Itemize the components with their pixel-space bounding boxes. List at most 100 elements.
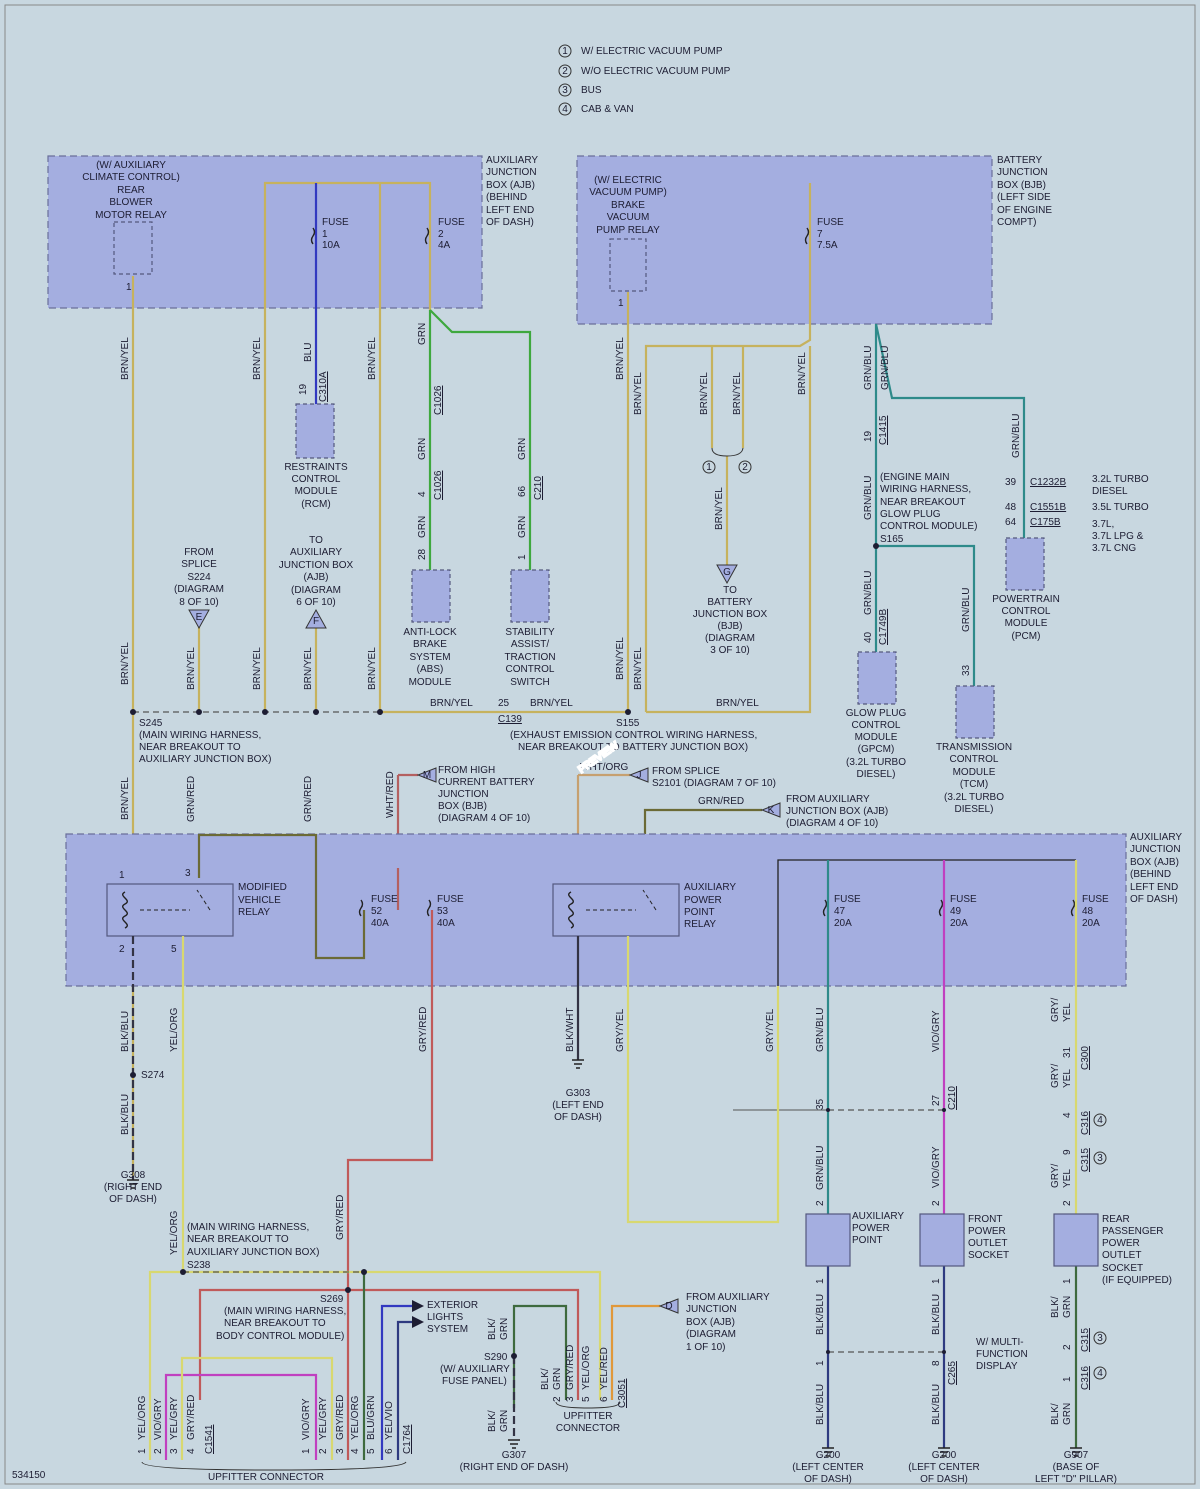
svg-text:C265: C265 (947, 1361, 958, 1385)
svg-text:(W/ AUXILIARY: (W/ AUXILIARY (96, 160, 166, 171)
svg-text:BRN/YEL: BRN/YEL (732, 372, 743, 415)
svg-text:TO: TO (309, 535, 323, 546)
svg-text:2: 2 (931, 1200, 942, 1206)
upfitter-bracket-2 (555, 1401, 621, 1409)
svg-text:SOCKET: SOCKET (968, 1250, 1009, 1261)
svg-text:3 OF 10): 3 OF 10) (710, 645, 749, 656)
svg-text:AUXILIARY: AUXILIARY (486, 155, 538, 166)
svg-text:POINT: POINT (852, 1235, 883, 1246)
svg-text:YEL/GRY: YEL/GRY (318, 1397, 329, 1440)
svg-text:(DIAGRAM 4 OF 10): (DIAGRAM 4 OF 10) (438, 813, 530, 824)
svg-text:FUSE PANEL): FUSE PANEL) (442, 1376, 507, 1387)
svg-text:(MAIN WIRING HARNESS,: (MAIN WIRING HARNESS, (187, 1222, 309, 1233)
svg-text:2: 2 (552, 1396, 563, 1402)
svg-text:WHT/ORG: WHT/ORG (580, 762, 629, 773)
svg-text:OF ENGINE: OF ENGINE (997, 205, 1052, 216)
svg-text:PASSENGER: PASSENGER (1102, 1226, 1164, 1237)
svg-text:LIGHTS: LIGHTS (427, 1312, 463, 1323)
svg-text:(BEHIND: (BEHIND (1130, 869, 1171, 880)
svg-text:2: 2 (318, 1448, 329, 1454)
svg-text:PUMP RELAY: PUMP RELAY (596, 225, 660, 236)
svg-text:POWERTRAIN: POWERTRAIN (992, 594, 1060, 605)
svg-text:S238: S238 (187, 1260, 211, 1271)
svg-text:SYSTEM: SYSTEM (427, 1324, 468, 1335)
svg-text:W/ MULTI-: W/ MULTI- (976, 1337, 1024, 1348)
anti-lock-brake-module (411, 569, 451, 623)
svg-text:2: 2 (153, 1448, 164, 1454)
svg-text:48: 48 (1005, 502, 1017, 513)
svg-text:CONTROL: CONTROL (506, 664, 555, 675)
svg-text:C1541: C1541 (204, 1424, 215, 1454)
svg-text:1: 1 (706, 462, 712, 473)
svg-text:GRY/YEL: GRY/YEL (615, 1008, 626, 1052)
svg-text:CONTROL: CONTROL (950, 754, 999, 765)
brake-vacuum-relay-label: (W/ ELECTRIC VACUUM PUMP) BRAKE VACUUM P… (589, 175, 667, 236)
svg-text:4: 4 (1097, 1115, 1103, 1126)
svg-text:BLK/WHT: BLK/WHT (565, 1008, 576, 1052)
svg-text:BRN/YEL: BRN/YEL (186, 647, 197, 690)
svg-text:BRAKE: BRAKE (413, 639, 447, 650)
svg-text:1: 1 (301, 1448, 312, 1454)
svg-text:BRN/YEL: BRN/YEL (367, 337, 378, 380)
svg-text:GRN/BLU: GRN/BLU (1011, 414, 1022, 458)
svg-text:OF DASH): OF DASH) (554, 1112, 602, 1123)
svg-text:25: 25 (498, 698, 510, 709)
svg-text:20A: 20A (950, 918, 968, 929)
svg-text:GRY/RED: GRY/RED (565, 1345, 576, 1390)
svg-text:JUNCTION: JUNCTION (438, 789, 489, 800)
svg-text:BLOWER: BLOWER (109, 197, 152, 208)
svg-text:C210: C210 (947, 1086, 958, 1110)
svg-text:1: 1 (126, 282, 132, 293)
svg-text:TRANSMISSION: TRANSMISSION (936, 742, 1012, 753)
svg-text:CONTROL: CONTROL (292, 474, 341, 485)
svg-text:E: E (196, 612, 203, 623)
svg-text:FUSE: FUSE (950, 894, 977, 905)
svg-text:4: 4 (562, 104, 568, 115)
svg-text:OF DASH): OF DASH) (109, 1194, 157, 1205)
svg-text:FUSE: FUSE (371, 894, 398, 905)
svg-text:GRN/RED: GRN/RED (303, 776, 314, 822)
svg-text:C210: C210 (533, 476, 544, 500)
brake-vacuum-pump-relay (609, 238, 647, 292)
svg-text:LEFT END: LEFT END (1130, 882, 1178, 893)
svg-text:BLK/: BLK/ (487, 1410, 498, 1432)
svg-text:FUSE: FUSE (1082, 894, 1109, 905)
svg-text:BLK/BLU: BLK/BLU (931, 1384, 942, 1425)
svg-text:FRONT: FRONT (968, 1214, 1002, 1225)
svg-text:BRN/YEL: BRN/YEL (252, 647, 263, 690)
svg-text:AUXILIARY: AUXILIARY (684, 882, 736, 893)
svg-text:MODULE: MODULE (295, 486, 338, 497)
svg-text:28: 28 (417, 548, 428, 560)
svg-text:JUNCTION: JUNCTION (997, 167, 1048, 178)
svg-text:GRN/RED: GRN/RED (698, 796, 744, 807)
svg-text:BOX (AJB): BOX (AJB) (686, 1317, 735, 1328)
svg-text:G307: G307 (502, 1450, 527, 1461)
svg-text:GRY/YEL: GRY/YEL (765, 1008, 776, 1052)
ref-g-triangle (716, 564, 738, 585)
svg-text:RESTRAINTS: RESTRAINTS (284, 462, 348, 473)
svg-text:3: 3 (335, 1448, 346, 1454)
svg-text:POWER: POWER (968, 1226, 1006, 1237)
svg-text:G200: G200 (932, 1450, 957, 1461)
svg-text:2: 2 (562, 66, 568, 77)
svg-text:DISPLAY: DISPLAY (976, 1361, 1018, 1372)
svg-text:BRN/YEL: BRN/YEL (797, 352, 808, 395)
svg-text:POWER: POWER (1102, 1238, 1140, 1249)
svg-text:4: 4 (417, 491, 428, 497)
svg-text:YEL/ORG: YEL/ORG (350, 1395, 361, 1440)
svg-text:C175B: C175B (1030, 517, 1061, 528)
svg-text:27: 27 (931, 1094, 942, 1106)
svg-text:S155: S155 (616, 718, 640, 729)
svg-text:33: 33 (961, 664, 972, 676)
svg-text:3.2L TURBO: 3.2L TURBO (1092, 474, 1149, 485)
svg-text:(ABS): (ABS) (417, 664, 444, 675)
